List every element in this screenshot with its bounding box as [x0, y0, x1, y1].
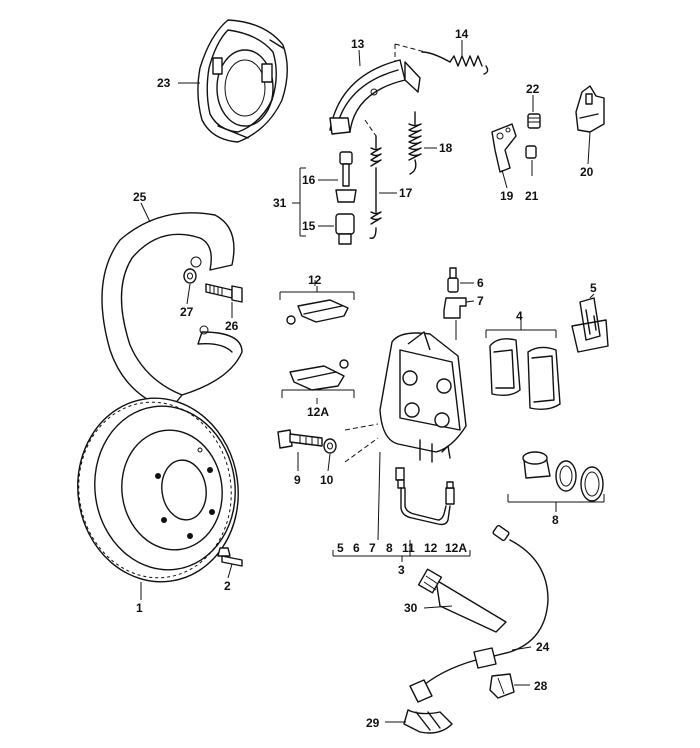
- label-3: 3: [398, 563, 405, 577]
- part-29-clamp: [403, 679, 453, 734]
- label-4: 4: [516, 309, 523, 323]
- part-17-springs: [364, 119, 382, 239]
- label-15: 15: [302, 219, 316, 233]
- label-14: 14: [455, 27, 469, 41]
- part-11-brake-line: [395, 467, 455, 526]
- label-22: 22: [526, 82, 540, 96]
- label-21: 21: [525, 189, 539, 203]
- part-7-bleed-cap: [443, 297, 467, 319]
- part-24-wear-sensor: [417, 524, 549, 691]
- part-25-splash-shield: [101, 212, 243, 411]
- part-3-kit-lead: [377, 451, 381, 541]
- kit-3-item-12: 12: [424, 541, 438, 555]
- kit-3-item-8: 8: [386, 541, 393, 555]
- label-23: 23: [157, 76, 171, 90]
- part-22-pin: [527, 113, 541, 129]
- label-9: 9: [294, 473, 301, 487]
- part-28-grommet: [489, 673, 515, 699]
- part-13-brake-shoe: [329, 59, 421, 135]
- part-3-kit-bracket: [332, 540, 471, 562]
- part-23-backing-cover: [197, 19, 288, 143]
- label-2: 2: [224, 579, 231, 593]
- label-13: 13: [351, 37, 365, 51]
- label-12a: 12A: [307, 405, 329, 419]
- part-27-washer: [183, 268, 197, 284]
- part-30-grease-tube: [417, 568, 507, 633]
- kit-3-item-6: 6: [353, 541, 360, 555]
- part-5-spring-clip: [571, 297, 609, 353]
- part-10-washer: [323, 438, 337, 454]
- label-10: 10: [320, 473, 334, 487]
- label-25: 25: [133, 190, 147, 204]
- part-15-bushing: [335, 213, 355, 245]
- label-24: 24: [536, 640, 550, 654]
- kit-3-item-11: 11: [402, 541, 415, 555]
- part-6-bleed-screw: [447, 267, 459, 293]
- label-1: 1: [136, 601, 143, 615]
- kit-3-item-12a: 12A: [445, 541, 467, 555]
- part-2-screw: [217, 547, 243, 567]
- part-8-piston-seals: [507, 451, 605, 510]
- label-20: 20: [580, 165, 594, 179]
- label-17: 17: [399, 186, 413, 200]
- kit-3-contents-row: 5 6 7 8 11 12 12A: [337, 541, 467, 555]
- label-27: 27: [180, 305, 194, 319]
- part-1-brake-disc: [77, 397, 239, 583]
- label-18: 18: [439, 141, 453, 155]
- part-31-bracket: [292, 167, 306, 237]
- label-30: 30: [404, 601, 418, 615]
- label-8: 8: [552, 513, 559, 527]
- leader-lines: [140, 40, 595, 723]
- part-18-spring: [408, 111, 422, 175]
- part-21-bushing: [525, 145, 537, 159]
- label-26: 26: [225, 319, 239, 333]
- part-3-caliper: [344, 331, 467, 463]
- label-29: 29: [366, 716, 380, 730]
- label-12: 12: [308, 273, 322, 287]
- label-5: 5: [590, 281, 597, 295]
- part-9-bolt: [277, 429, 323, 449]
- part-4-brake-pads: [485, 324, 561, 411]
- kit-3-item-7: 7: [369, 541, 376, 555]
- part-14-spring: [394, 43, 489, 75]
- label-31: 31: [273, 196, 287, 210]
- part-12-clip: [279, 286, 355, 325]
- label-16: 16: [302, 173, 316, 187]
- label-6: 6: [477, 276, 484, 290]
- part-labels: 1 2 3 4 5 6 7 8 9 10 12 12A 13 14 15 16 …: [133, 27, 597, 730]
- label-19: 19: [500, 189, 514, 203]
- label-7: 7: [477, 294, 484, 308]
- part-12a-clip: [281, 359, 355, 404]
- kit-3-item-5: 5: [337, 541, 344, 555]
- part-26-bolt: [205, 283, 243, 303]
- part-20-adjuster: [575, 85, 605, 133]
- label-28: 28: [534, 679, 548, 693]
- part-19-lever: [491, 123, 517, 173]
- part-16-pin-assembly: [335, 151, 357, 203]
